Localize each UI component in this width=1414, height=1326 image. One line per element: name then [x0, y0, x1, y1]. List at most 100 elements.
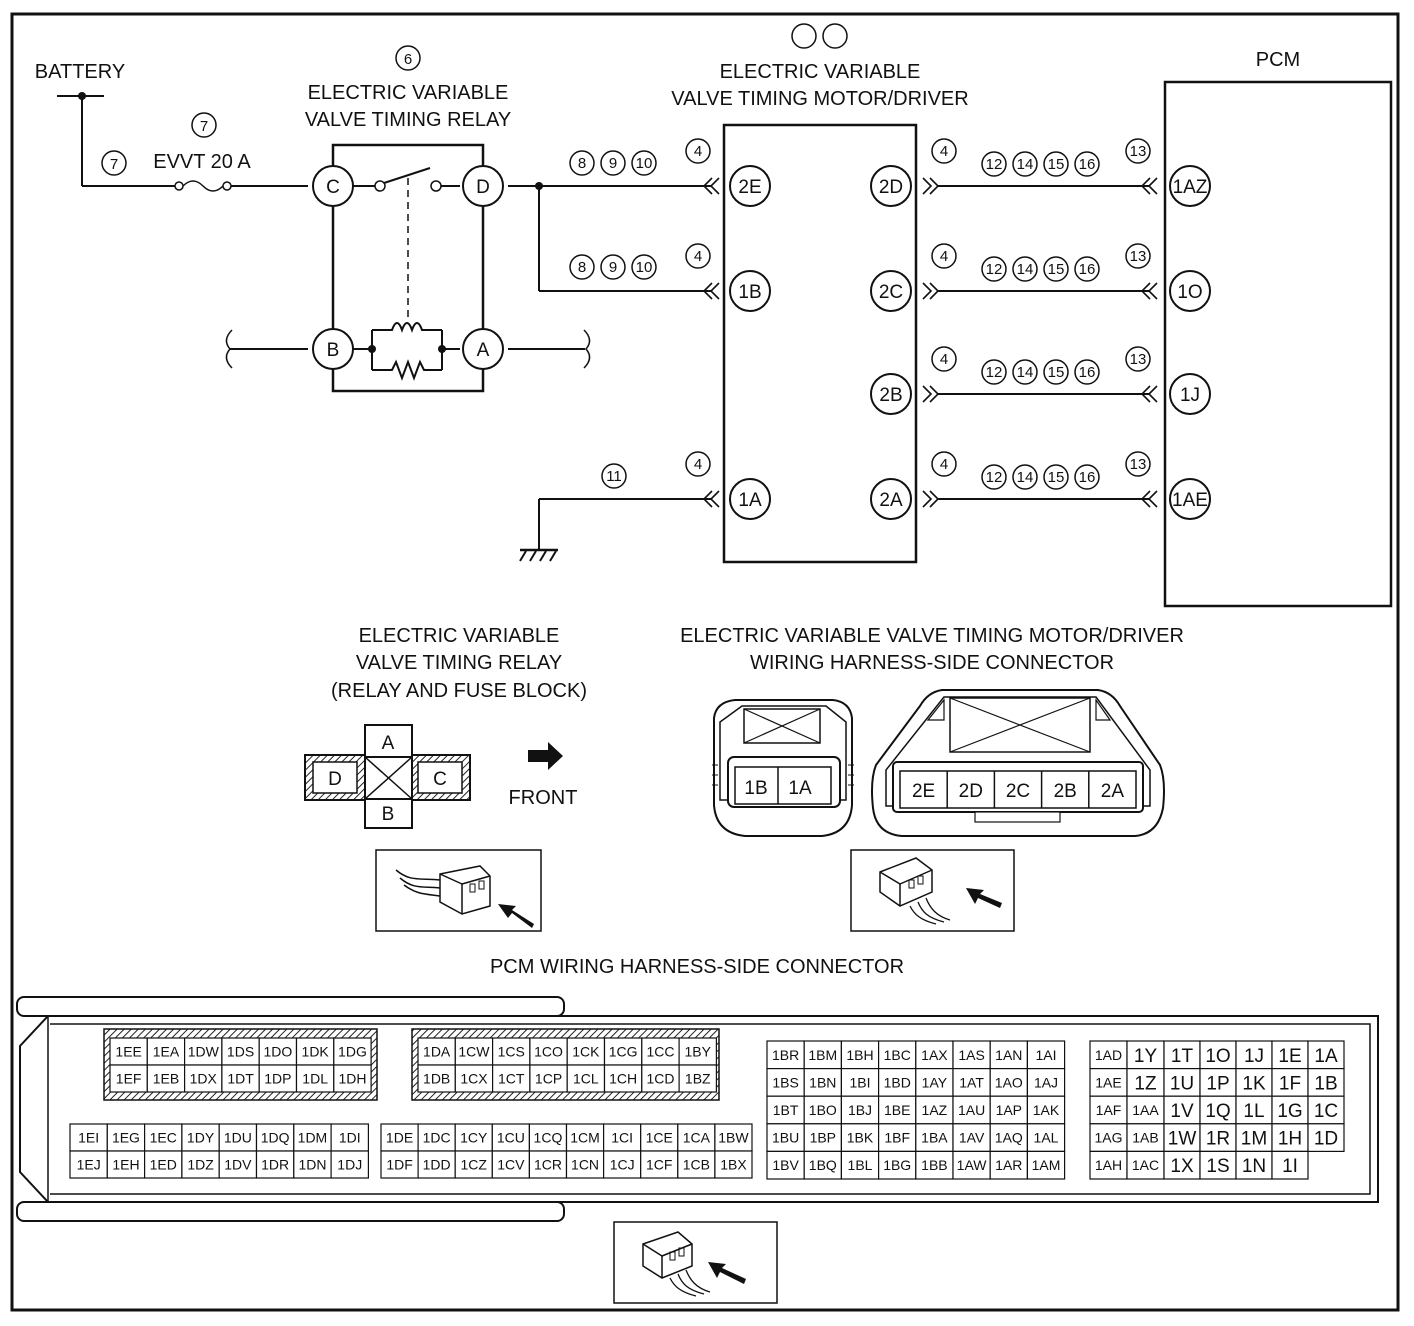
- wire-ref-right-2-16: 16: [1074, 359, 1100, 385]
- pcm-pin-1az: 1AZ: [1169, 165, 1211, 207]
- motor-pin-1b-label: 1B: [738, 282, 761, 303]
- pcm-terminal-1ed: 1ED: [150, 1157, 177, 1173]
- pcm-terminal-1u: 1U: [1170, 1073, 1194, 1094]
- wire-ref-right-0-14: 14: [1012, 151, 1038, 177]
- pcm-pin-1ae-label: 1AE: [1172, 490, 1208, 511]
- wire-ref-right-1-14-label: 14: [1017, 261, 1034, 278]
- battery-label: BATTERY: [35, 61, 125, 83]
- pcm-pin-1az-label: 1AZ: [1173, 177, 1208, 198]
- motor-pin-1a-label: 1A: [738, 490, 762, 511]
- pcm-terminal-1ao: 1AO: [995, 1074, 1023, 1090]
- conn-ref-left-1: 4: [685, 243, 711, 269]
- motor-title-1: ELECTRIC VARIABLE: [720, 61, 921, 83]
- motor-pin-2a-label: 2A: [879, 490, 903, 511]
- pcm-terminal-1bb: 1BB: [921, 1157, 947, 1173]
- pcm-conn-title: PCM WIRING HARNESS-SIDE CONNECTOR: [490, 956, 904, 978]
- pcm-terminal-1au: 1AU: [958, 1102, 985, 1118]
- pcm-label: PCM: [1256, 49, 1300, 71]
- relay-box: [331, 143, 485, 393]
- motor-conn-pin-2b: 2B: [1054, 781, 1077, 802]
- pcm-terminal-1by: 1BY: [685, 1044, 712, 1060]
- pcm-terminal-1ec: 1EC: [150, 1130, 177, 1146]
- pcm-terminal-1ej: 1EJ: [77, 1157, 101, 1173]
- pcm-terminal-1bs: 1BS: [772, 1074, 798, 1090]
- conn-ref-right-1-label: 4: [940, 248, 948, 265]
- pcm-terminal-1o: 1O: [1205, 1046, 1230, 1067]
- pcm-conn-latch-bottom: [16, 1201, 565, 1222]
- pcm-terminal-1am: 1AM: [1032, 1157, 1061, 1173]
- wire-ref-right-3-12: 12: [981, 464, 1007, 490]
- wire-ref-right-2-15: 15: [1043, 359, 1069, 385]
- fuse-ref-2: 7: [110, 156, 118, 173]
- front-arrow-icon: [528, 742, 563, 770]
- pcm-terminal-1cs: 1CS: [498, 1044, 525, 1060]
- relay-title-2: VALVE TIMING RELAY: [305, 109, 511, 131]
- pcm-terminal-1ba: 1BA: [921, 1130, 948, 1146]
- motor-conn-title-2: WIRING HARNESS-SIDE CONNECTOR: [750, 652, 1114, 674]
- pcm-terminal-1dg: 1DG: [338, 1044, 367, 1060]
- wire-ref-1b-8: 8: [569, 254, 595, 280]
- pcm-terminal-1v: 1V: [1170, 1101, 1194, 1122]
- wire-ref-right-1-16-label: 16: [1079, 261, 1096, 278]
- pcm-ref-0-label: 13: [1130, 143, 1147, 160]
- pcm-terminal-1a: 1A: [1314, 1046, 1338, 1067]
- pcm-terminal-1cd: 1CD: [646, 1071, 674, 1087]
- motor-pin-2d-label: 2D: [879, 177, 903, 198]
- pcm-terminal-1cv: 1CV: [497, 1157, 525, 1173]
- pcm-terminal-1ak: 1AK: [1033, 1102, 1060, 1118]
- motor-conn-pin-1a: 1A: [788, 778, 812, 799]
- wire-ref-ground: 11: [601, 463, 627, 489]
- pcm-terminal-1as: 1AS: [958, 1047, 984, 1063]
- pcm-terminal-1s: 1S: [1206, 1156, 1229, 1177]
- pcm-terminal-1ct: 1CT: [498, 1071, 525, 1087]
- pcm-terminal-1cl: 1CL: [573, 1071, 599, 1087]
- pcm-terminal-1ci: 1CI: [611, 1130, 633, 1146]
- pcm-terminal-1be: 1BE: [884, 1102, 910, 1118]
- pcm-terminal-1ee: 1EE: [115, 1044, 141, 1060]
- wire-ref-right-0-16-label: 16: [1079, 156, 1096, 173]
- pcm-terminal-1df: 1DF: [386, 1157, 412, 1173]
- pcm-terminal-1cw: 1CW: [458, 1044, 490, 1060]
- pcm-terminal-1bn: 1BN: [809, 1074, 836, 1090]
- pcm-terminal-1p: 1P: [1206, 1073, 1229, 1094]
- relay-connector: A D C B: [304, 724, 471, 829]
- conn-ref-right-3-label: 4: [940, 456, 948, 473]
- wire-ref-right-3-16-label: 16: [1079, 469, 1096, 486]
- pcm-terminal-1dd: 1DD: [423, 1157, 451, 1173]
- wire-ref-right-0-12-label: 12: [986, 156, 1003, 173]
- wire-ref-2e-9-label: 9: [609, 155, 617, 172]
- wire-ref-right-2-12-label: 12: [986, 364, 1003, 381]
- pcm-terminal-1bq: 1BQ: [809, 1157, 837, 1173]
- relay-conn-pin-a: A: [382, 733, 395, 754]
- pcm-terminal-1w: 1W: [1168, 1129, 1197, 1150]
- motor-box: [722, 123, 918, 564]
- pcm-terminal-1ar: 1AR: [995, 1157, 1022, 1173]
- pcm-terminal-1z: 1Z: [1134, 1073, 1157, 1094]
- pcm-terminal-1q: 1Q: [1205, 1101, 1230, 1122]
- pcm-terminal-1dj: 1DJ: [337, 1157, 362, 1173]
- pcm-ref-1: 13: [1125, 243, 1151, 269]
- wire-ref-right-3-15-label: 15: [1048, 469, 1065, 486]
- connector-chevron-icon: [1140, 385, 1158, 403]
- pcm-terminal-1l: 1L: [1243, 1101, 1264, 1122]
- pcm-terminal-1bc: 1BC: [884, 1047, 911, 1063]
- connector-chevron-icon: [1140, 282, 1158, 300]
- conn-ref-right-1: 4: [931, 243, 957, 269]
- wire-ref-right-1-16: 16: [1074, 256, 1100, 282]
- pcm-terminal-1at: 1AT: [959, 1074, 984, 1090]
- pcm-terminal-1d: 1D: [1314, 1129, 1338, 1150]
- pcm-terminal-1dt: 1DT: [227, 1071, 254, 1087]
- fuse-symbol: [174, 180, 232, 192]
- pcm-terminal-1cr: 1CR: [534, 1157, 562, 1173]
- connector-view-icon-motor: [850, 849, 1015, 932]
- pcm-terminal-1dp: 1DP: [264, 1071, 291, 1087]
- pcm-terminal-1dv: 1DV: [224, 1157, 252, 1173]
- pcm-terminal-1aw: 1AW: [957, 1157, 988, 1173]
- connector-chevron-icon: [1140, 490, 1158, 508]
- wire-ref-right-1-15-label: 15: [1048, 261, 1065, 278]
- pcm-terminal-1da: 1DA: [423, 1044, 451, 1060]
- pcm-terminal-1h: 1H: [1278, 1129, 1302, 1150]
- relay-conn-title-3: (RELAY AND FUSE BLOCK): [331, 680, 587, 702]
- pcm-terminal-1ea: 1EA: [153, 1044, 180, 1060]
